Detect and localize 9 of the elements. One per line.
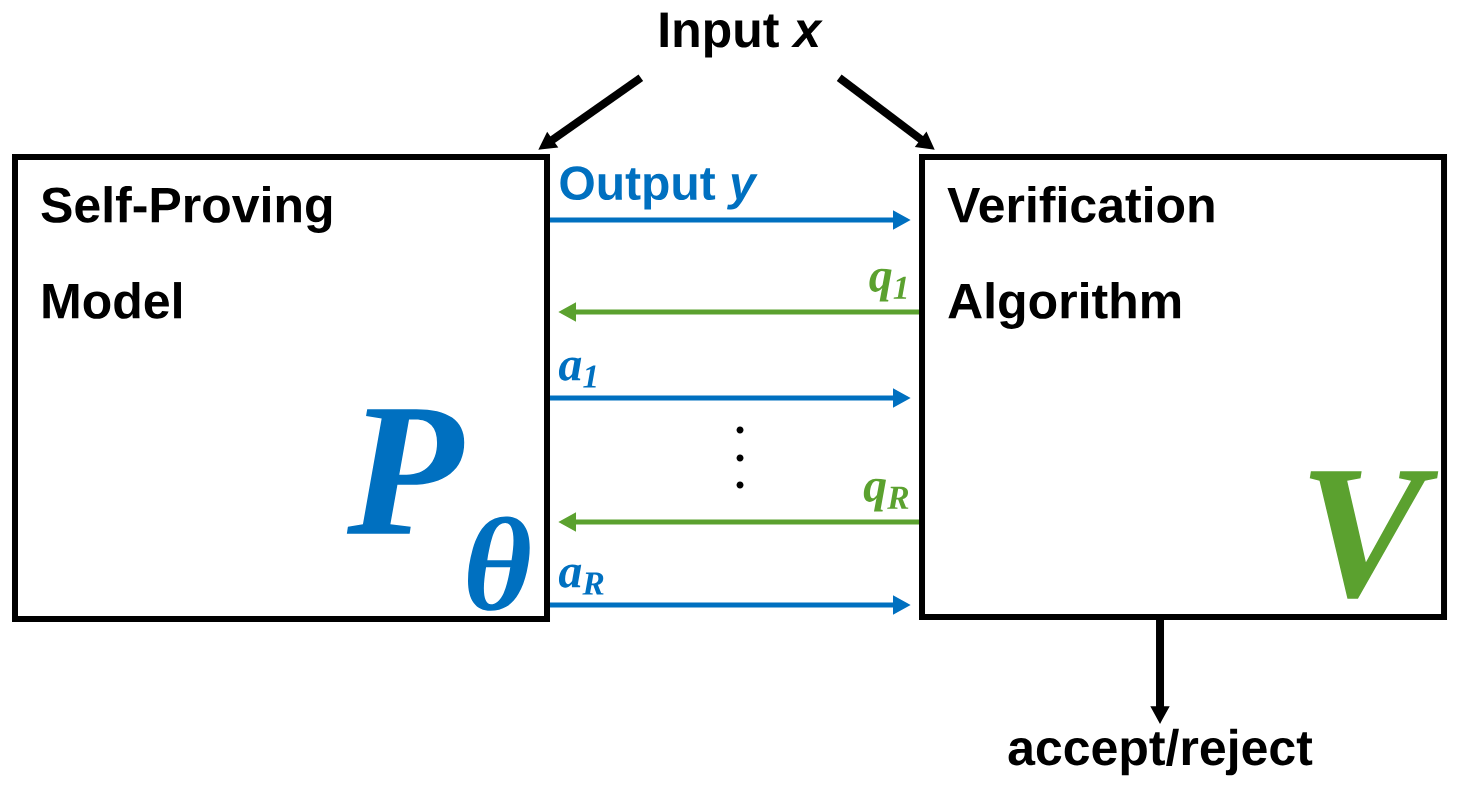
edge-label: Output y [560, 166, 758, 210]
text-label: accept/reject [1008, 728, 1313, 776]
edge-label: q$_{R}$ [863, 478, 909, 512]
process-box: Verification Algorithm V [919, 154, 1447, 620]
edge-label: q$_{1}$ [869, 268, 907, 302]
text-label: Input x [660, 12, 823, 58]
edge-label: a$_{R}$ [558, 564, 604, 595]
process-box: Self-Proving Model P$_{θ}$ [12, 154, 550, 622]
edge-label: a$_{1}$ [558, 357, 596, 388]
